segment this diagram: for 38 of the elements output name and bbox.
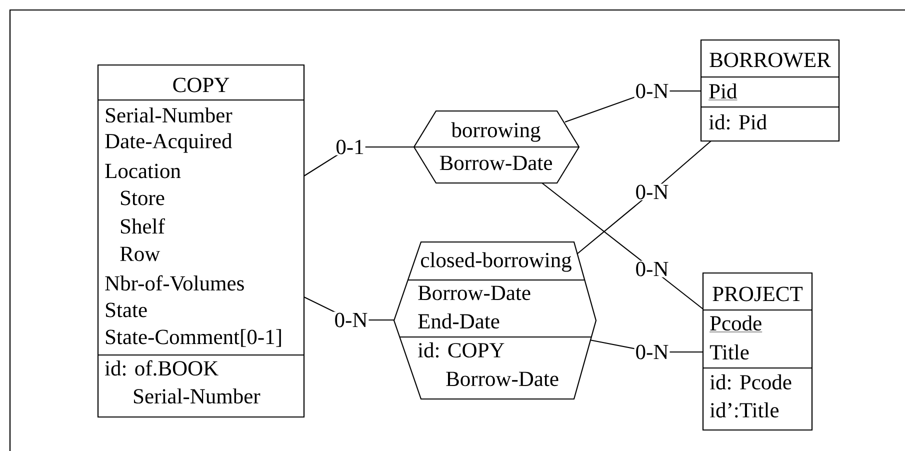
attribute-text: State-Comment[0-1] bbox=[106, 329, 281, 347]
relationship-hexagon bbox=[413, 110, 580, 184]
attribute-text: State bbox=[106, 302, 147, 318]
attribute-text: Date-Acquired bbox=[105, 133, 232, 153]
attribute-text: Borrow-Date bbox=[418, 286, 530, 300]
entity-box bbox=[97, 64, 305, 418]
attribute-text: Location bbox=[105, 164, 181, 178]
attribute-text: Row bbox=[120, 246, 160, 262]
relationship-name: closed-borrowing bbox=[421, 252, 572, 272]
entity-box bbox=[702, 272, 813, 431]
relationship-hexagon bbox=[393, 241, 597, 400]
edge-label: 0-N bbox=[634, 260, 670, 278]
attribute-text: Title bbox=[710, 344, 749, 360]
identifier-text: Serial-Number bbox=[134, 388, 260, 404]
identifier-text: Borrow-Date bbox=[446, 372, 558, 386]
attribute-text: Borrow-Date bbox=[440, 156, 552, 170]
entity-box bbox=[700, 39, 840, 142]
attribute-text: Shelf bbox=[121, 218, 165, 234]
attribute-text: Serial-Number bbox=[106, 107, 232, 123]
identifier-text: id’:Title bbox=[710, 402, 779, 418]
identifier-text: id: of.BOOK bbox=[105, 360, 218, 376]
entity-name: BORROWER bbox=[710, 52, 831, 68]
edge-label: 0-N bbox=[634, 82, 670, 100]
attribute-text: Pid bbox=[708, 83, 738, 100]
edge-label: 0-N bbox=[634, 184, 670, 200]
relationship-name: borrowing bbox=[451, 122, 540, 142]
edge-label: 0-1 bbox=[334, 138, 366, 156]
attribute-text: End-Date bbox=[418, 313, 500, 329]
attribute-text: Store bbox=[121, 190, 164, 206]
identifier-text: id: Pid bbox=[709, 114, 767, 130]
identifier-text: id: COPY bbox=[418, 342, 504, 358]
entity-name: COPY bbox=[173, 78, 230, 92]
edge-label: 0-N bbox=[333, 312, 369, 328]
identifier-text: id: Pcode bbox=[710, 374, 792, 390]
attribute-text: Nbr-of-Volumes bbox=[105, 275, 244, 291]
attribute-text: Pcode bbox=[709, 315, 762, 332]
entity-name: PROJECT bbox=[712, 286, 803, 302]
edge-label: 0-N bbox=[634, 344, 670, 360]
